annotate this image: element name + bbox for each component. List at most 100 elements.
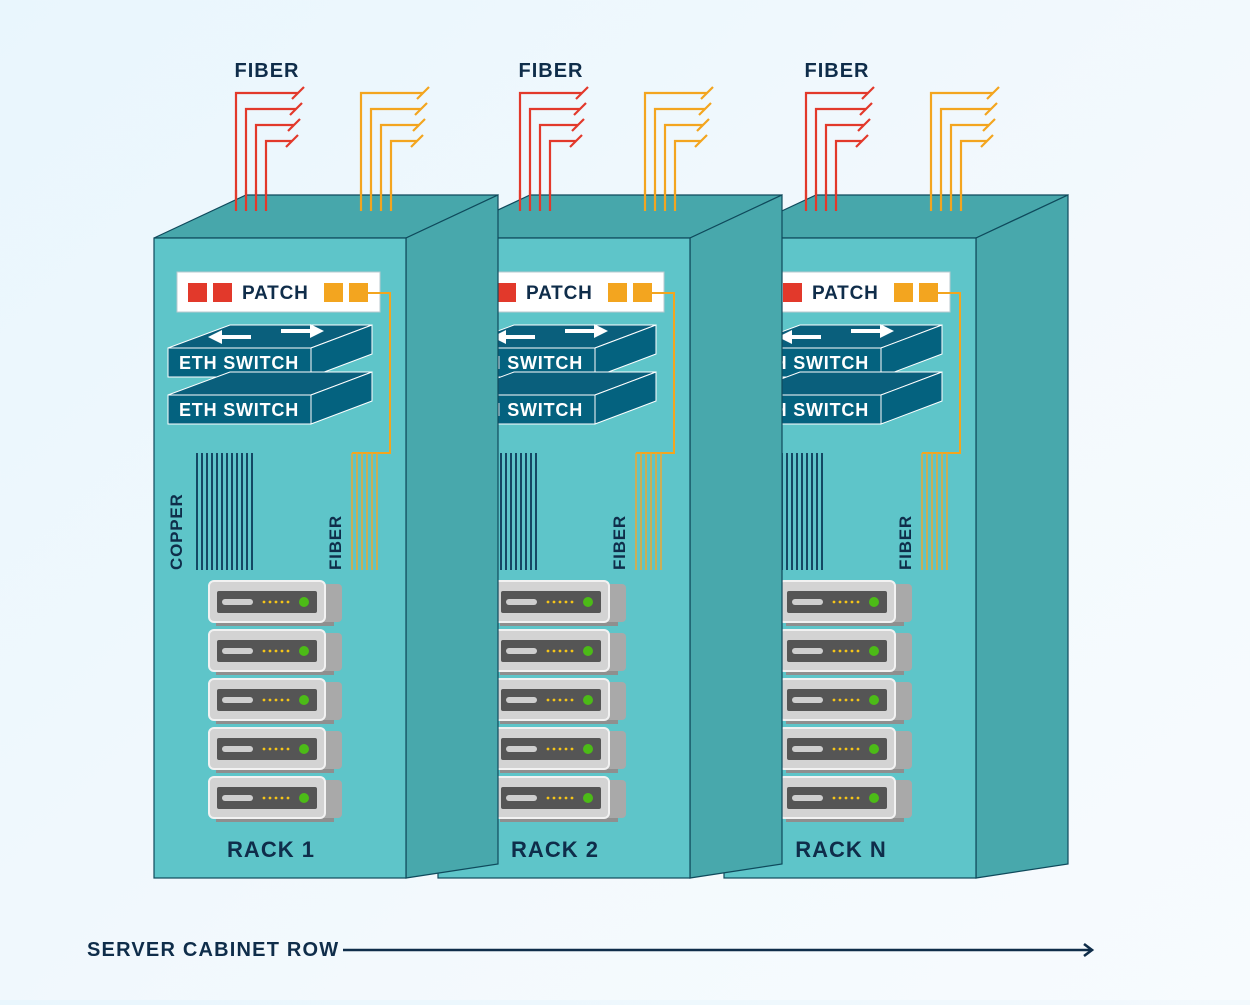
server-led-dot	[558, 600, 562, 604]
server-led-dot	[850, 747, 854, 751]
server-led-dot	[262, 747, 266, 751]
fiber-strand	[814, 107, 866, 210]
server	[492, 629, 626, 675]
server-led-dot	[844, 796, 848, 800]
server-led-dot	[844, 747, 848, 751]
orange-fiber-bundle	[359, 86, 430, 210]
patch-label: PATCH	[242, 283, 309, 304]
server-led-dot	[552, 747, 556, 751]
fiber-label: FIBER	[610, 515, 629, 570]
fiber-connector-icon	[291, 86, 305, 100]
server-drive-slot	[222, 697, 253, 703]
server-led-dot	[832, 649, 836, 653]
eth-switch-label: ETH SWITCH	[179, 400, 299, 420]
server-led-dot	[286, 600, 290, 604]
server-led-dot	[268, 796, 272, 800]
orange-fiber-bundle	[643, 86, 714, 210]
server-drive-slot	[506, 746, 537, 752]
rack-1-top-fiber-group: FIBER	[235, 60, 430, 210]
server-led-dot	[262, 698, 266, 702]
server-led-dot	[832, 600, 836, 604]
rack-side-panel	[405, 194, 499, 879]
fiber-connector-icon	[986, 86, 1000, 100]
server-led-dot	[280, 698, 284, 702]
red-fiber-bundle	[518, 86, 589, 210]
orange-patch-port	[608, 283, 627, 302]
arrow-right-icon	[851, 324, 894, 338]
copper-label: COPPER	[167, 493, 186, 570]
server	[778, 727, 912, 773]
server	[208, 629, 342, 675]
server-led-dot	[286, 698, 290, 702]
server-shadow	[500, 621, 618, 626]
fiber-connector-icon	[575, 86, 589, 100]
fiber-strand	[389, 139, 417, 210]
server-shadow	[216, 670, 334, 675]
server-panel	[787, 640, 887, 662]
patch-label: PATCH	[526, 283, 593, 304]
server-led-dot	[280, 600, 284, 604]
server-led-dot	[558, 649, 562, 653]
server-shadow	[786, 670, 904, 675]
fiber-connector-icon	[857, 118, 871, 132]
server-led-dot	[844, 649, 848, 653]
server-status-led	[583, 744, 593, 754]
server-led-dot	[832, 698, 836, 702]
fiber-strand	[663, 123, 703, 210]
server-led-dot	[850, 600, 854, 604]
server-led-dot	[850, 796, 854, 800]
server	[492, 776, 626, 822]
rack-name-label: RACK N	[795, 837, 887, 862]
server	[778, 776, 912, 822]
fiber-strand	[643, 91, 707, 210]
server-led-dot	[832, 747, 836, 751]
server-shadow	[500, 768, 618, 773]
server-panel	[217, 738, 317, 760]
fiber-strand	[359, 91, 423, 210]
top-fiber-label: FIBER	[805, 60, 870, 82]
fiber-connector-icon	[569, 134, 583, 148]
orange-patch-port	[633, 283, 652, 302]
server-panel	[787, 738, 887, 760]
server-led-dot	[280, 747, 284, 751]
server-led-dot	[838, 698, 842, 702]
server-led-dot	[268, 649, 272, 653]
server-shadow	[500, 817, 618, 822]
fiber-connector-icon	[416, 86, 430, 100]
fiber-connector-icon	[410, 134, 424, 148]
server-led-dot	[552, 600, 556, 604]
server-led-dot	[570, 747, 574, 751]
fiber-connector-icon	[285, 134, 299, 148]
server-status-led	[869, 793, 879, 803]
server-led-dot	[564, 649, 568, 653]
fiber-label: FIBER	[326, 515, 345, 570]
server-led-dot	[552, 649, 556, 653]
orange-fiber-bundle	[929, 86, 1000, 210]
fiber-strand	[264, 139, 292, 210]
server-led-dot	[274, 747, 278, 751]
server	[208, 727, 342, 773]
fiber-strand	[929, 91, 993, 210]
server-status-led	[869, 695, 879, 705]
server-drive-slot	[222, 599, 253, 605]
server-shadow	[786, 817, 904, 822]
server-status-led	[299, 646, 309, 656]
server-led-dot	[262, 796, 266, 800]
server-led-dot	[546, 698, 550, 702]
server-led-dot	[274, 698, 278, 702]
eth-switch-label: ETH SWITCH	[179, 353, 299, 373]
server-led-dot	[838, 796, 842, 800]
top-fiber-label: FIBER	[235, 60, 300, 82]
server-drive-slot	[222, 746, 253, 752]
server-status-led	[583, 646, 593, 656]
rack-3-top-fiber-group: FIBER	[805, 60, 1000, 210]
server-led-dot	[564, 698, 568, 702]
server-drive-slot	[792, 697, 823, 703]
server-drive-slot	[222, 795, 253, 801]
server-status-led	[583, 597, 593, 607]
fiber-strand	[824, 123, 864, 210]
fiber-connector-icon	[414, 102, 428, 116]
server-led-dot	[552, 796, 556, 800]
